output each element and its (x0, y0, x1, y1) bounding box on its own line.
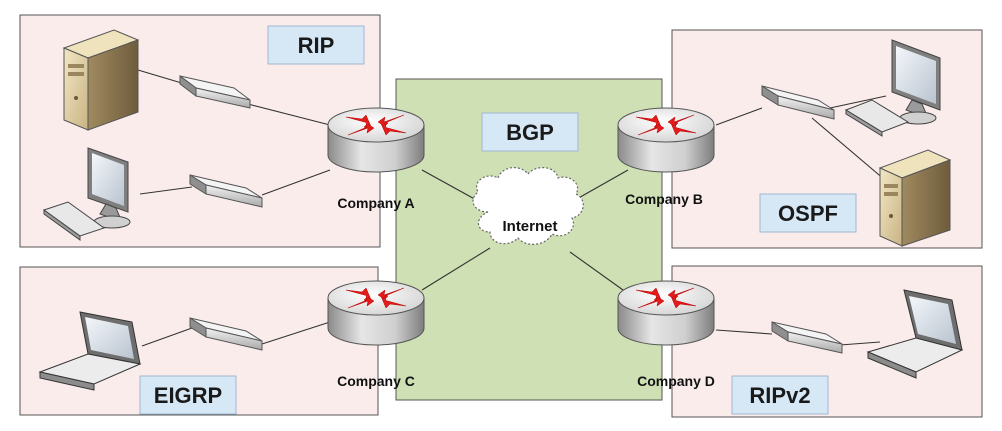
internet-cloud-icon (472, 167, 584, 245)
keyboard-icon (42, 201, 106, 241)
link-switch-d-laptop (839, 341, 881, 346)
link-server-a-switch (137, 69, 186, 85)
link-switch-b-desktop (829, 95, 887, 109)
protocol-label-a: RIP (267, 25, 365, 65)
link-laptop-c-switch (141, 327, 193, 347)
router-b-label: Company B (625, 191, 703, 207)
router-icon (617, 280, 715, 346)
switch-icon (761, 85, 835, 120)
keyboard-icon (844, 99, 910, 137)
link-switch-b-server (811, 117, 886, 181)
switch-icon (189, 174, 263, 208)
svg-text:RIPv2: RIPv2 (749, 383, 810, 408)
switch-icon (771, 321, 843, 354)
link-switch-a2-router-a (261, 169, 331, 196)
protocol-label-core: BGP (481, 112, 579, 152)
router-icon (327, 280, 425, 346)
switch-icon (179, 75, 251, 109)
router-d-label: Company D (637, 373, 715, 389)
internet-label: Internet (502, 218, 557, 235)
desktop-monitor-icon (891, 39, 941, 125)
svg-text:RIP: RIP (298, 33, 335, 58)
protocol-label-d: RIPv2 (731, 375, 829, 415)
router-a-label: Company A (337, 195, 414, 211)
router-b (617, 107, 715, 173)
laptop-icon (866, 289, 964, 379)
switch-icon (189, 317, 263, 351)
link-router-b-internet (574, 169, 629, 201)
router-icon (327, 107, 425, 173)
link-desktop-a-switch (139, 186, 193, 195)
router-a (327, 107, 425, 173)
desktop-monitor-icon (87, 147, 131, 229)
link-switch-c-router-c (261, 321, 331, 345)
router-c-label: Company C (337, 373, 415, 389)
link-switch-a1-router-a (247, 103, 331, 126)
router-icon (617, 107, 715, 173)
laptop-icon (38, 311, 142, 391)
company-c-zone (19, 266, 379, 416)
router-c (327, 280, 425, 346)
link-router-b-switch (715, 107, 763, 126)
protocol-label-b: OSPF (759, 193, 857, 233)
router-d (617, 280, 715, 346)
link-router-c-internet (421, 247, 491, 291)
protocol-label-c: EIGRP (139, 375, 237, 415)
link-router-d-switch (715, 329, 773, 335)
server-tower-icon (878, 149, 952, 247)
links (137, 69, 887, 347)
link-router-a-internet (421, 169, 481, 203)
link-router-d-internet (569, 251, 631, 296)
svg-text:OSPF: OSPF (778, 201, 838, 226)
server-tower-icon (62, 29, 140, 131)
svg-text:BGP: BGP (506, 120, 554, 145)
svg-text:EIGRP: EIGRP (154, 383, 222, 408)
